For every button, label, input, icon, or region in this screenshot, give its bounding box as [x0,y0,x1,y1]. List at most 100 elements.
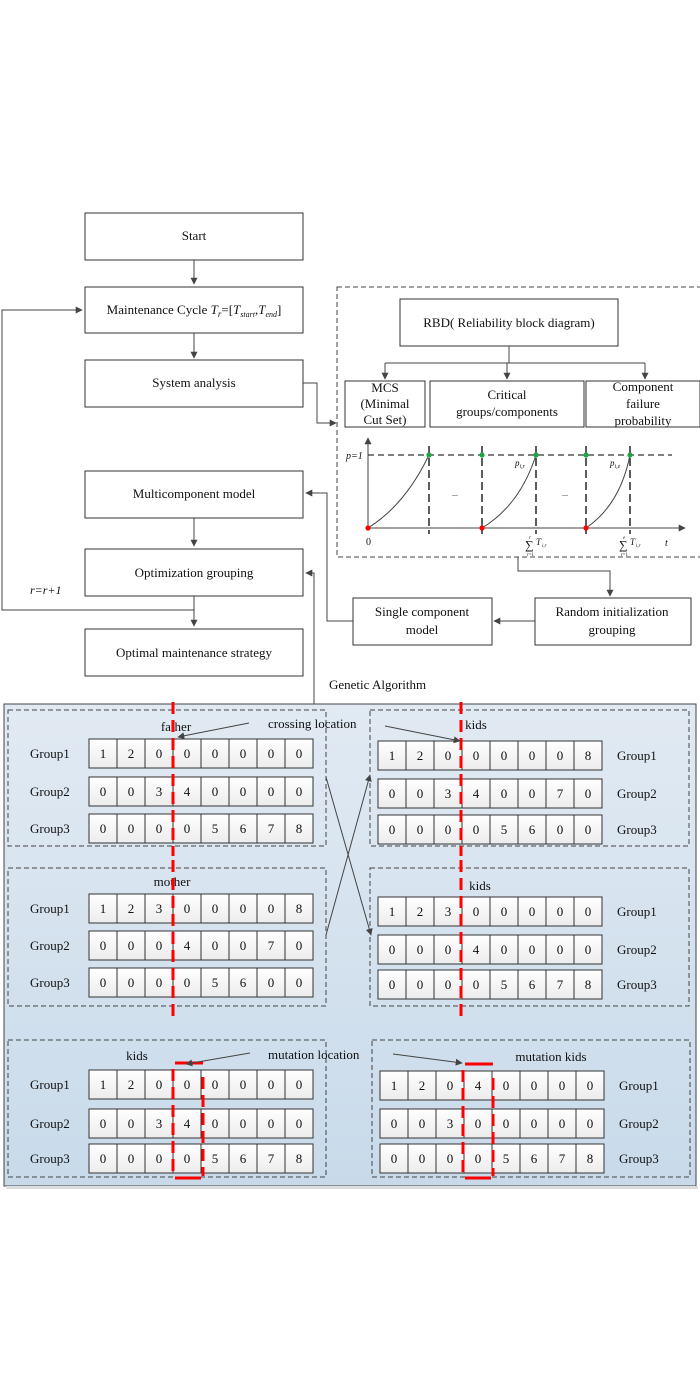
gene-cell[interactable]: 6 [228,967,258,998]
gene-cell[interactable]: 0 [228,930,258,961]
gene-cell[interactable]: 0 [256,967,286,998]
gene-cell[interactable]: 0 [405,778,435,809]
gene-cell[interactable]: 6 [517,814,547,845]
gene-cell[interactable]: 0 [116,1108,146,1139]
gene-cell[interactable]: 0 [491,1070,521,1101]
gene-cell[interactable]: 3 [435,1108,465,1139]
gene-cell[interactable]: 5 [491,1143,521,1174]
gene-cell[interactable]: 0 [256,1108,286,1139]
gene-cell[interactable]: 5 [200,813,230,844]
gene-cell[interactable]: 8 [575,1143,605,1174]
gene-cell[interactable]: 4 [463,1070,493,1101]
gene-cell[interactable]: 0 [405,814,435,845]
gene-cell[interactable]: 0 [116,1143,146,1174]
gene-cell[interactable]: 0 [200,1069,230,1100]
gene-cell[interactable]: 0 [377,934,407,965]
gene-cell[interactable]: 1 [379,1070,409,1101]
gene-cell[interactable]: 0 [461,969,491,1000]
gene-cell[interactable]: 0 [489,934,519,965]
gene-cell[interactable]: 0 [519,1108,549,1139]
gene-cell[interactable]: 8 [284,813,314,844]
gene-cell[interactable]: 0 [489,778,519,809]
gene-cell[interactable]: 0 [435,1143,465,1174]
gene-cell[interactable]: 0 [461,896,491,927]
gene-cell[interactable]: 6 [517,969,547,1000]
multicomponent-model-node[interactable]: Multicomponent model [84,470,304,519]
gene-cell[interactable]: 0 [575,1070,605,1101]
gene-cell[interactable]: 3 [433,778,463,809]
gene-cell[interactable]: 0 [377,814,407,845]
gene-cell[interactable]: 0 [517,934,547,965]
gene-cell[interactable]: 0 [379,1143,409,1174]
gene-cell[interactable]: 0 [547,1108,577,1139]
gene-cell[interactable]: 1 [88,893,118,924]
gene-cell[interactable]: 0 [379,1108,409,1139]
gene-cell[interactable]: 1 [88,738,118,769]
gene-cell[interactable]: 0 [172,813,202,844]
gene-cell[interactable]: 1 [377,740,407,771]
gene-cell[interactable]: 0 [284,1108,314,1139]
gene-cell[interactable]: 2 [116,893,146,924]
gene-cell[interactable]: 0 [200,893,230,924]
gene-cell[interactable]: 0 [144,813,174,844]
gene-cell[interactable]: 0 [228,893,258,924]
gene-cell[interactable]: 8 [573,969,603,1000]
gene-cell[interactable]: 2 [405,740,435,771]
gene-cell[interactable]: 0 [377,778,407,809]
gene-cell[interactable]: 0 [144,967,174,998]
gene-cell[interactable]: 0 [200,1108,230,1139]
gene-cell[interactable]: 0 [519,1070,549,1101]
gene-cell[interactable]: 0 [461,814,491,845]
gene-cell[interactable]: 0 [88,813,118,844]
gene-cell[interactable]: 7 [547,1143,577,1174]
gene-cell[interactable]: 0 [256,1069,286,1100]
random-init-node[interactable]: Random initialization grouping [534,597,692,646]
gene-cell[interactable]: 0 [144,1143,174,1174]
gene-cell[interactable]: 0 [228,1069,258,1100]
gene-cell[interactable]: 0 [200,776,230,807]
gene-cell[interactable]: 0 [284,776,314,807]
gene-cell[interactable]: 6 [228,813,258,844]
gene-cell[interactable]: 0 [116,813,146,844]
gene-cell[interactable]: 8 [573,740,603,771]
gene-cell[interactable]: 0 [545,934,575,965]
gene-cell[interactable]: 8 [284,1143,314,1174]
gene-cell[interactable]: 4 [461,778,491,809]
gene-cell[interactable]: 0 [88,1143,118,1174]
gene-cell[interactable]: 0 [256,893,286,924]
gene-cell[interactable]: 0 [573,896,603,927]
gene-cell[interactable]: 0 [377,969,407,1000]
gene-cell[interactable]: 0 [256,738,286,769]
gene-cell[interactable]: 4 [461,934,491,965]
gene-cell[interactable]: 7 [256,930,286,961]
gene-cell[interactable]: 0 [433,969,463,1000]
gene-cell[interactable]: 4 [172,930,202,961]
gene-cell[interactable]: 7 [256,813,286,844]
gene-cell[interactable]: 0 [88,776,118,807]
gene-cell[interactable]: 6 [228,1143,258,1174]
gene-cell[interactable]: 0 [172,893,202,924]
optimization-grouping-node[interactable]: Optimization grouping [84,548,304,597]
gene-cell[interactable]: 0 [433,740,463,771]
gene-cell[interactable]: 7 [545,778,575,809]
gene-cell[interactable]: 0 [491,1108,521,1139]
gene-cell[interactable]: 0 [228,776,258,807]
gene-cell[interactable]: 0 [573,934,603,965]
gene-cell[interactable]: 0 [172,738,202,769]
gene-cell[interactable]: 6 [519,1143,549,1174]
gene-cell[interactable]: 0 [547,1070,577,1101]
gene-cell[interactable]: 0 [517,896,547,927]
gene-cell[interactable]: 0 [284,1069,314,1100]
gene-cell[interactable]: 7 [256,1143,286,1174]
start-node[interactable]: Start [84,212,304,261]
gene-cell[interactable]: 0 [463,1108,493,1139]
gene-cell[interactable]: 5 [489,814,519,845]
gene-cell[interactable]: 0 [407,1143,437,1174]
system-analysis-node[interactable]: System analysis [84,359,304,408]
component-failure-node[interactable]: Component failure probability [585,379,700,428]
gene-cell[interactable]: 0 [228,1108,258,1139]
gene-cell[interactable]: 2 [405,896,435,927]
gene-cell[interactable]: 0 [545,896,575,927]
gene-cell[interactable]: 0 [116,967,146,998]
gene-cell[interactable]: 0 [144,738,174,769]
